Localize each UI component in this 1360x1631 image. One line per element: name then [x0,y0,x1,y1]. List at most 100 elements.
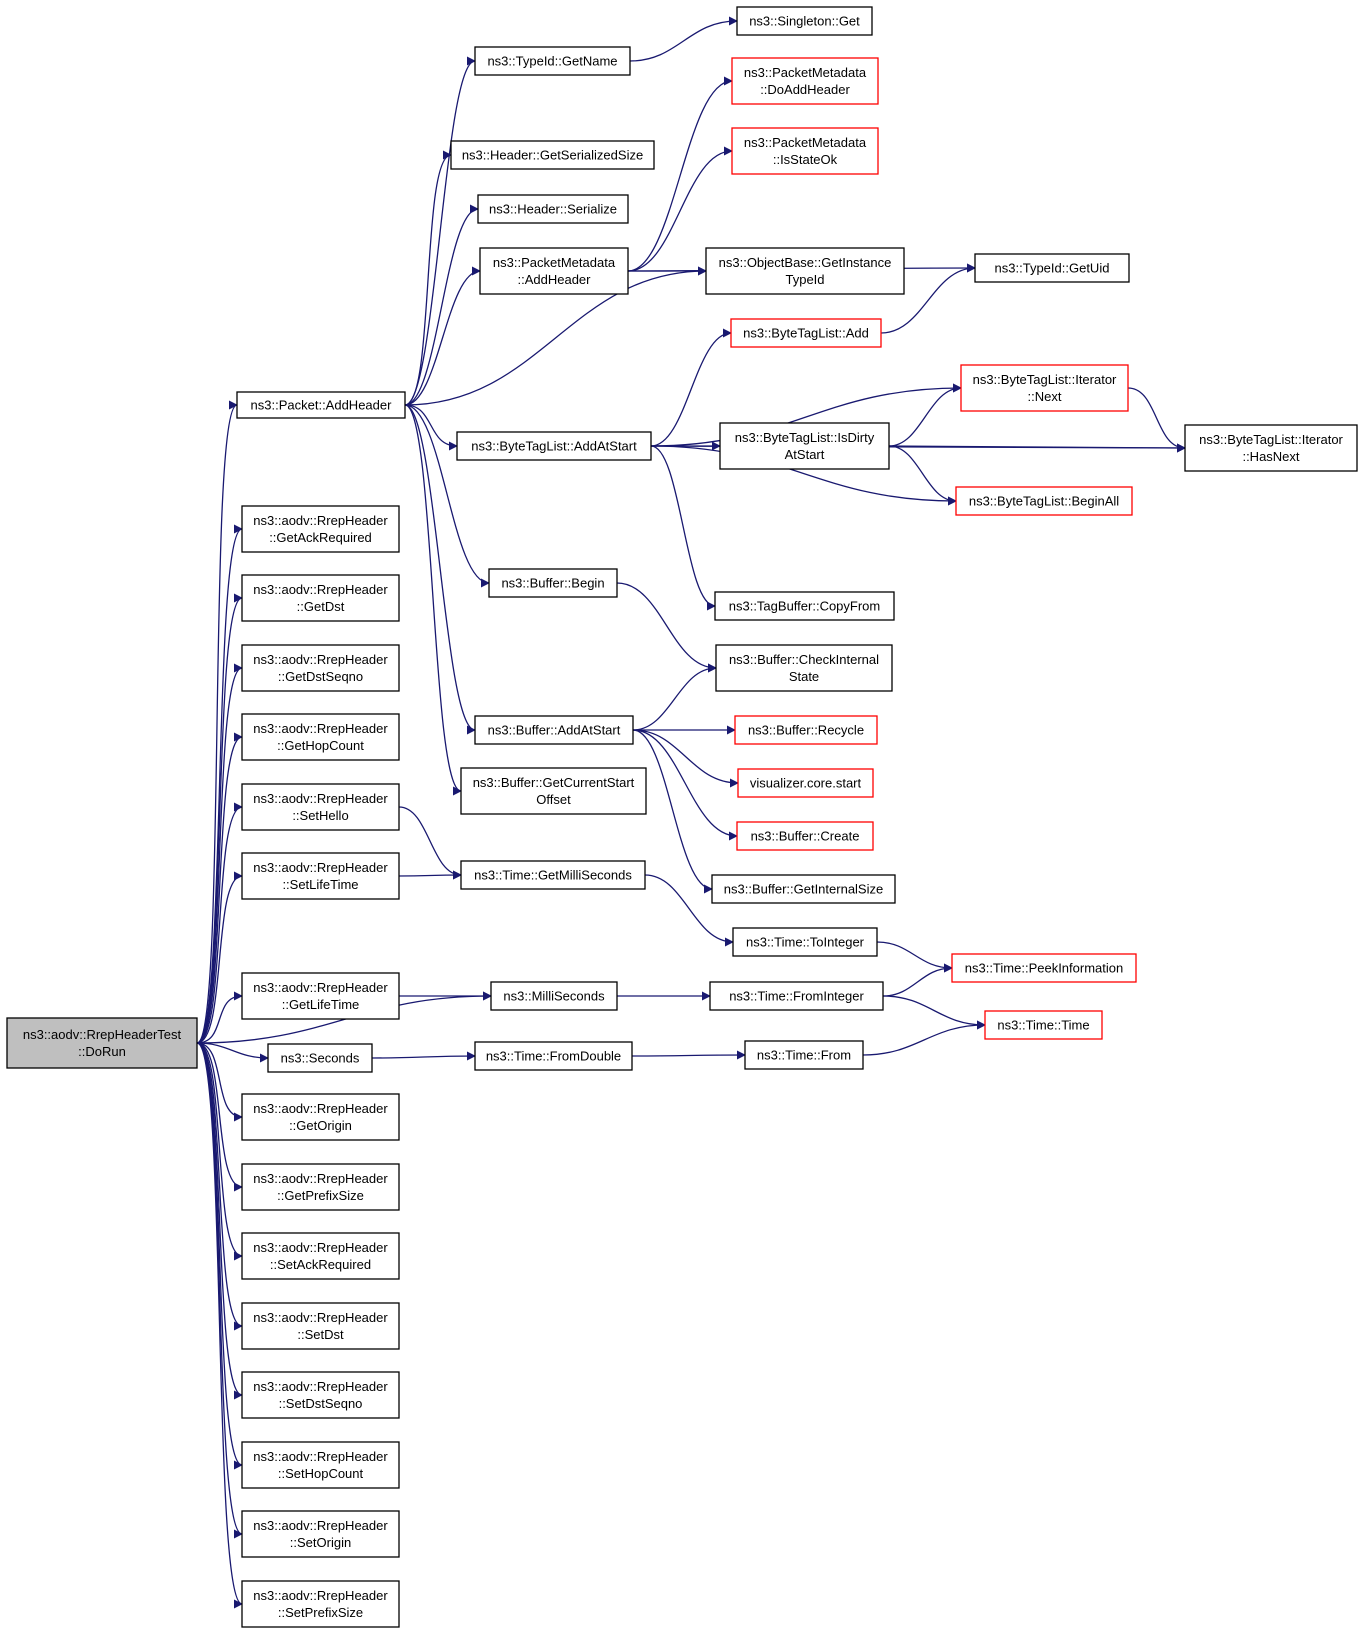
node-box [474,715,634,745]
function-node-packet_addheader[interactable]: ns3::Packet::AddHeader [236,391,406,419]
function-node-root[interactable]: ns3::aodv::RrepHeaderTest::DoRun [6,1017,198,1069]
node-box [960,364,1129,412]
function-node-milliseconds[interactable]: ns3::MilliSeconds [490,981,618,1011]
function-node-rrep_setdstseqno[interactable]: ns3::aodv::RrepHeader::SetDstSeqno [241,1371,400,1419]
node-box [731,127,879,175]
node-label: ns3::aodv::RrepHeaderTest [23,1027,182,1042]
node-label: ns3::aodv::RrepHeader [253,1449,388,1464]
call-edge-seconds-to-time_fromdouble [371,1051,476,1061]
call-edge-rrep_setlifetime-to-time_getms [398,870,462,880]
function-node-pm_addheader[interactable]: ns3::PacketMetadata::AddHeader [479,247,629,295]
node-box [705,247,905,295]
node-box [241,644,400,692]
call-edge-root-to-rrep_getdst [196,593,243,1044]
node-label: ::SetDstSeqno [279,1396,363,1411]
function-node-rrep_sethello[interactable]: ns3::aodv::RrepHeader::SetHello [241,783,400,831]
function-node-tagbuffer_copyfrom[interactable]: ns3::TagBuffer::CopyFrom [714,591,895,621]
function-node-buffer_recycle[interactable]: ns3::Buffer::Recycle [734,715,878,745]
node-box [714,591,895,621]
call-edge-packet_addheader-to-header_serialize [404,204,479,406]
call-edge-root-to-rrep_getackrequired [196,524,243,1044]
node-label: ns3::aodv::RrepHeader [253,1518,388,1533]
function-node-btl_addatstart[interactable]: ns3::ByteTagList::AddAtStart [456,431,652,461]
function-node-time_time[interactable]: ns3::Time::Time [984,1010,1103,1040]
call-edge-buffer_addatstart-to-buffer_getinternalsize [632,729,713,894]
function-node-time_getms[interactable]: ns3::Time::GetMilliSeconds [460,860,646,890]
function-node-rrep_getprefixsize[interactable]: ns3::aodv::RrepHeader::GetPrefixSize [241,1163,400,1211]
function-node-btl_iter_next[interactable]: ns3::ByteTagList::Iterator::Next [960,364,1129,412]
function-node-typeid_getuid[interactable]: ns3::TypeId::GetUid [974,253,1130,283]
function-node-visualizer_start[interactable]: visualizer.core.start [737,768,874,798]
function-node-buffer_addatstart[interactable]: ns3::Buffer::AddAtStart [474,715,634,745]
node-label: ns3::aodv::RrepHeader [253,1588,388,1603]
function-node-buffer_create[interactable]: ns3::Buffer::Create [736,821,874,851]
function-node-time_tointeger[interactable]: ns3::Time::ToInteger [732,927,878,957]
function-node-singleton_get[interactable]: ns3::Singleton::Get [736,6,873,36]
function-node-rrep_setorigin[interactable]: ns3::aodv::RrepHeader::SetOrigin [241,1510,400,1558]
function-node-seconds[interactable]: ns3::Seconds [267,1043,373,1073]
function-node-rrep_setprefixsize[interactable]: ns3::aodv::RrepHeader::SetPrefixSize [241,1580,400,1628]
node-label: ns3::Time::ToInteger [746,935,865,950]
call-edge-root-to-rrep_getdstseqno [196,663,243,1044]
function-node-btl_iter_hasnext[interactable]: ns3::ByteTagList::Iterator::HasNext [1184,424,1358,472]
node-label: ns3::Buffer::Begin [501,576,604,591]
node-label: Offset [536,792,571,807]
node-label: ns3::ByteTagList::BeginAll [969,494,1119,509]
function-node-rrep_getdst[interactable]: ns3::aodv::RrepHeader::GetDst [241,574,400,622]
function-node-rrep_setdst[interactable]: ns3::aodv::RrepHeader::SetDst [241,1302,400,1350]
node-label: ns3::TypeId::GetUid [995,261,1110,276]
function-node-rrep_getlifetime[interactable]: ns3::aodv::RrepHeader::GetLifeTime [241,972,400,1020]
node-label: ::GetLifeTime [282,997,360,1012]
function-node-time_fromdouble[interactable]: ns3::Time::FromDouble [474,1041,633,1071]
node-box [711,874,896,904]
call-edge-buffer_addatstart-to-buffer_checkstate [632,663,717,731]
call-edge-root-to-rrep_setackrequired [196,1042,243,1261]
call-edge-btl_addatstart-to-btl_iter_next [650,383,962,447]
function-node-header_getsize[interactable]: ns3::Header::GetSerializedSize [450,140,655,170]
call-edge-btl_isdirty-to-btl_iter_next [888,383,962,447]
function-node-time_frominteger[interactable]: ns3::Time::FromInteger [709,981,884,1011]
call-edge-root-to-rrep_setprefixsize [196,1042,243,1609]
node-box [241,1093,400,1141]
function-node-time_from[interactable]: ns3::Time::From [744,1040,864,1070]
function-node-rrep_setackrequired[interactable]: ns3::aodv::RrepHeader::SetAckRequired [241,1232,400,1280]
node-box [6,1017,198,1069]
node-label: ::GetAckRequired [269,530,372,545]
function-node-btl_add[interactable]: ns3::ByteTagList::Add [730,318,882,348]
node-box [456,431,652,461]
function-node-rrep_getdstseqno[interactable]: ns3::aodv::RrepHeader::GetDstSeqno [241,644,400,692]
node-box [241,1510,400,1558]
node-label: ::SetHopCount [278,1466,364,1481]
node-label: ns3::PacketMetadata [744,65,867,80]
function-node-buffer_getinternalsize[interactable]: ns3::Buffer::GetInternalSize [711,874,896,904]
function-node-rrep_getorigin[interactable]: ns3::aodv::RrepHeader::GetOrigin [241,1093,400,1141]
function-node-pm_isstateok[interactable]: ns3::PacketMetadata::IsStateOk [731,127,879,175]
node-label: ns3::PacketMetadata [744,135,867,150]
node-label: ns3::aodv::RrepHeader [253,1101,388,1116]
function-node-typeid_getname[interactable]: ns3::TypeId::GetName [474,46,631,76]
function-node-time_peekinfo[interactable]: ns3::Time::PeekInformation [951,953,1137,983]
node-label: ns3::ByteTagList::IsDirty [735,430,875,445]
function-node-rrep_getackrequired[interactable]: ns3::aodv::RrepHeader::GetAckRequired [241,505,400,553]
node-label: ::Next [1028,389,1062,404]
function-node-rrep_setlifetime[interactable]: ns3::aodv::RrepHeader::SetLifeTime [241,852,400,900]
function-node-rrep_gethopcount[interactable]: ns3::aodv::RrepHeader::GetHopCount [241,713,400,761]
function-node-header_serialize[interactable]: ns3::Header::Serialize [477,194,629,224]
call-edge-root-to-rrep_sethopcount [196,1042,243,1470]
function-node-rrep_sethopcount[interactable]: ns3::aodv::RrepHeader::SetHopCount [241,1441,400,1489]
call-edge-btl_iter_next-to-btl_iter_hasnext [1127,387,1186,453]
node-box [736,821,874,851]
node-label: ::SetPrefixSize [278,1605,363,1620]
function-node-pm_doaddheader[interactable]: ns3::PacketMetadata::DoAddHeader [731,57,879,105]
node-label: ns3::aodv::RrepHeader [253,513,388,528]
node-label: ns3::Seconds [281,1051,360,1066]
function-node-btl_beginall[interactable]: ns3::ByteTagList::BeginAll [955,486,1133,516]
function-node-buffer_begin[interactable]: ns3::Buffer::Begin [488,568,618,598]
node-label: ns3::Time::FromInteger [729,989,864,1004]
node-box [715,644,893,692]
